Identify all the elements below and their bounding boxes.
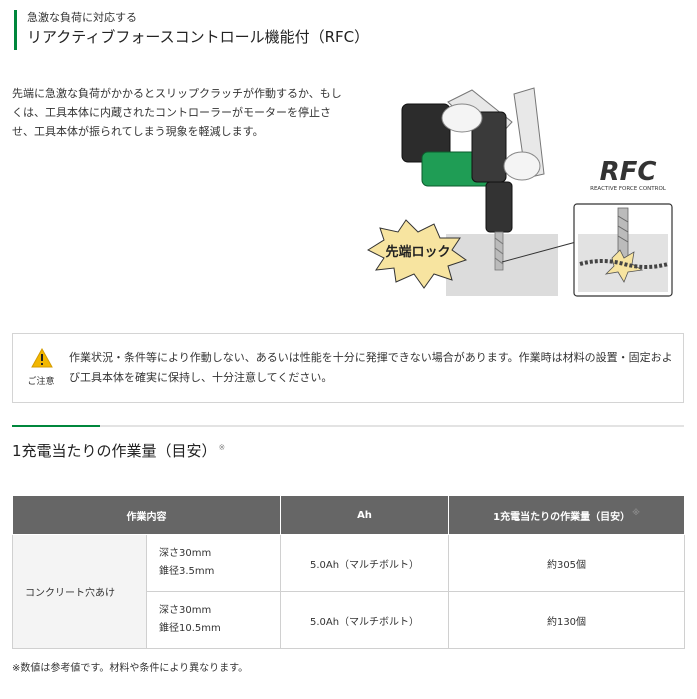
battery-cell: 5.0Ah（マルチボルト） — [280, 591, 449, 649]
th-amount-mark: ※ — [632, 508, 640, 518]
amount-cell: 約130個 — [448, 591, 685, 649]
th-amount-text: 1充電当たりの作業量（目安） — [493, 511, 631, 523]
warning-label: ご注意 — [27, 377, 55, 387]
table-row: 深さ30mm 錐径10.5mm 5.0Ah（マルチボルト） 約130個 — [13, 591, 685, 649]
rfc-logo-caption: REACTIVE FORCE CONTROL — [590, 186, 667, 192]
drill-chuck — [485, 181, 513, 233]
rfc-logo: RFC — [600, 157, 657, 187]
divider-accent — [12, 425, 100, 427]
condition-cell: 深さ30mm 錐径10.5mm — [146, 591, 281, 649]
th-ah: Ah — [280, 495, 449, 535]
work-amount-table: 作業内容 Ah 1充電当たりの作業量（目安）※ コンクリート穴あけ 深さ30mm… — [12, 495, 685, 649]
section-title: 1充電当たりの作業量（目安）※ — [12, 440, 225, 461]
feature-description: 先端に急激な負荷がかかるとスリップクラッチが作動するか、もしくは、工具本体に内蔵… — [12, 87, 342, 138]
amount-cell: 約305個 — [448, 534, 685, 592]
th-amount: 1充電当たりの作業量（目安）※ — [448, 495, 685, 535]
header-subtitle: 急激な負荷に対応する — [27, 11, 137, 24]
table-row: コンクリート穴あけ 深さ30mm 錐径3.5mm 5.0Ah（マルチボルト） 約… — [12, 534, 685, 649]
section-title-text: 1充電当たりの作業量（目安） — [12, 442, 217, 460]
category-cell: コンクリート穴あけ — [12, 534, 147, 649]
section-title-mark: ※ — [218, 443, 226, 452]
page-header: 急激な負荷に対応する リアクティブフォースコントロール機能付（RFC） — [14, 10, 684, 50]
section-divider — [12, 425, 684, 427]
diameter-text: 錐径3.5mm — [159, 566, 215, 577]
th-work: 作業内容 — [12, 495, 281, 535]
warning-icon — [31, 347, 53, 368]
header-title: リアクティブフォースコントロール機能付（RFC） — [27, 28, 370, 46]
burst-label: 先端ロック — [385, 244, 450, 260]
depth-text: 深さ30mm — [159, 548, 212, 559]
diameter-text: 錐径10.5mm — [159, 623, 221, 634]
depth-text: 深さ30mm — [159, 605, 212, 616]
condition-cell: 深さ30mm 錐径3.5mm — [146, 534, 281, 592]
burst-shape — [366, 219, 468, 289]
table-header-row: 作業内容 Ah 1充電当たりの作業量（目安）※ — [12, 495, 685, 535]
rfc-illustration: 先端ロック RFC REACTIVE FORCE CONTROL — [362, 82, 684, 300]
caution-text: 作業状況・条件等により作動しない、あるいは性能を十分に発揮できない場合があります… — [69, 351, 673, 384]
warning-block: ご注意 — [27, 347, 57, 387]
battery-cell: 5.0Ah（マルチボルト） — [280, 534, 449, 592]
footnote: ※数値は参考値です。材料や条件により異なります。 — [12, 663, 249, 674]
caution-notice: ご注意 作業状況・条件等により作動しない、あるいは性能を十分に発揮できない場合が… — [12, 333, 684, 403]
drill-illustration: 先端ロック RFC REACTIVE FORCE CONTROL — [366, 87, 673, 297]
